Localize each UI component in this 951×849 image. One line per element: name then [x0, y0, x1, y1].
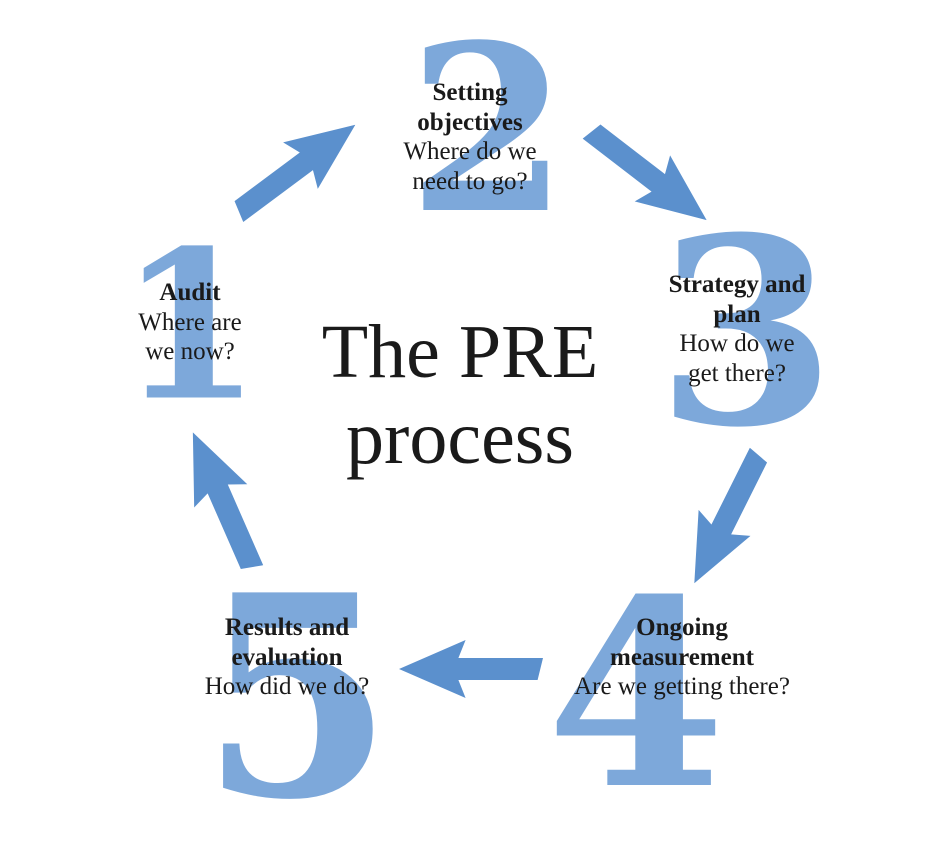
diagram-title-line-1: The PRE: [321, 310, 599, 395]
step-2-question-line-1: Where do we: [403, 138, 537, 165]
step-5-label-line-2: evaluation: [231, 643, 343, 671]
step-3-label-line-1: Strategy and: [668, 271, 806, 298]
step-3-question-line-2: get there?: [688, 359, 786, 387]
diagram-title-line-2: process: [346, 396, 574, 480]
step-4-question-line-1: Are we getting there?: [574, 673, 790, 700]
step-5-question-line-1: How did we do?: [204, 673, 370, 700]
step-1-label: Audit: [159, 279, 221, 306]
arrow-1-to-2-icon: [218, 99, 375, 239]
step-4-label-line-2: measurement: [610, 643, 754, 671]
step-3-strategy-and-plan: Strategy and plan How do we get there?: [597, 270, 877, 388]
arrow-5-to-1-icon: [164, 419, 283, 582]
step-4-ongoing-measurement: Ongoing measurement Are we getting there…: [542, 613, 822, 702]
step-4-label-line-1: Ongoing: [636, 614, 728, 641]
step-4-number: 4: [546, 543, 726, 846]
arrow-2-to-3-icon: [570, 104, 726, 245]
step-5-label-line-1: Results and: [224, 614, 350, 641]
step-3-question-line-1: How do we: [679, 330, 795, 357]
step-5-number: 5: [200, 534, 394, 849]
step-3-number: 3: [656, 181, 836, 484]
step-2-number: 2: [407, 0, 569, 265]
step-2-question-line-2: need to go?: [412, 167, 528, 195]
step-1-audit: Audit Where are we now?: [50, 278, 330, 367]
step-1-number: 1: [118, 206, 262, 447]
step-3-label-line-2: plan: [713, 300, 761, 328]
diagram-title: The PRE process: [322, 310, 599, 482]
step-1-question-line-2: we now?: [145, 338, 235, 365]
arrow-4-to-5-icon: [399, 637, 543, 701]
step-2-setting-objectives: Setting objectives Where do we need to g…: [330, 78, 610, 196]
step-2-label-line-1: Setting: [432, 79, 508, 106]
arrow-3-to-4-icon: [666, 438, 789, 597]
step-2-label-line-2: objectives: [417, 108, 523, 136]
step-5-results-and-evaluation: Results and evaluation How did we do?: [147, 613, 427, 702]
step-1-question-line-1: Where are: [138, 308, 242, 336]
